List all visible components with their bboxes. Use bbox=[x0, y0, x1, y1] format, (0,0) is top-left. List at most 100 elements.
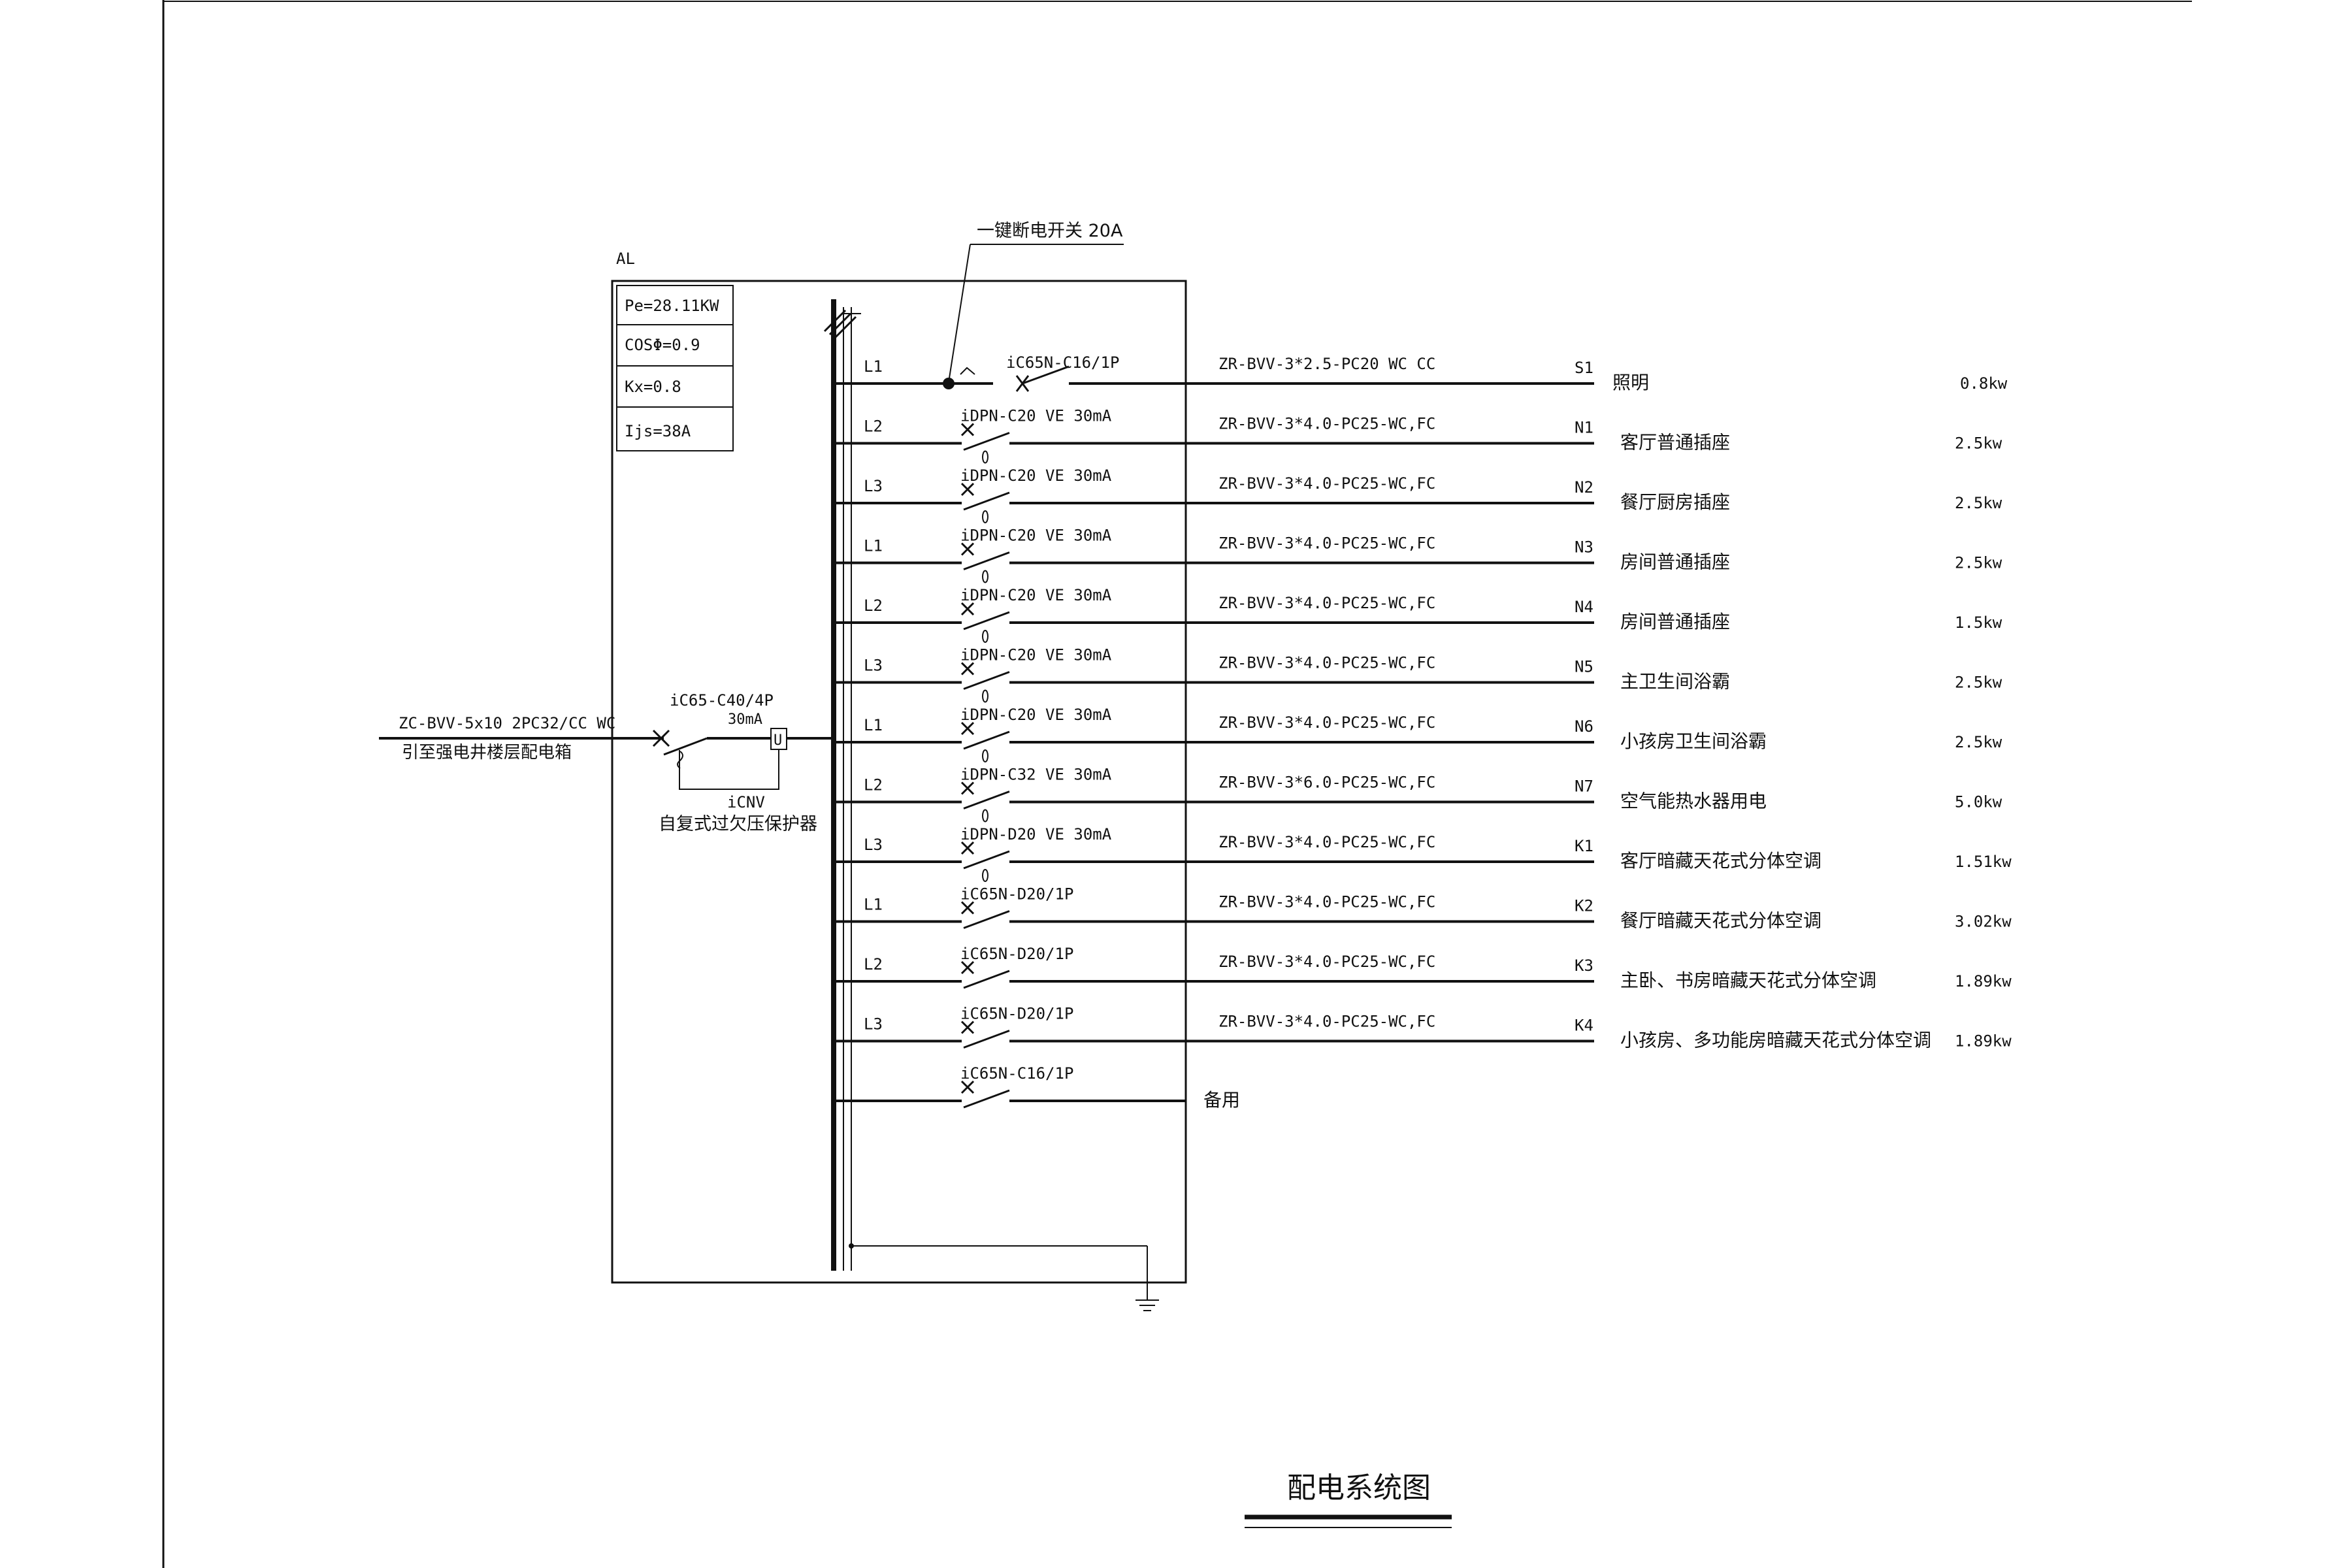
circuit-id: K1 bbox=[1575, 837, 1593, 855]
svg-text:U: U bbox=[774, 732, 782, 749]
cable-label: ZR-BVV-3*4.0-PC25-WC,FC bbox=[1218, 893, 1435, 911]
circuit-id: N6 bbox=[1575, 717, 1593, 736]
power-label: 5.0kw bbox=[1955, 793, 2002, 811]
breaker-label: iDPN-C20 VE 30mA bbox=[960, 706, 1112, 724]
switch-note: 一键断电开关 20A bbox=[977, 221, 1123, 241]
breaker-label: iDPN-C20 VE 30mA bbox=[960, 527, 1112, 545]
breaker-label: iDPN-C20 VE 30mA bbox=[960, 407, 1112, 425]
phase-label: L3 bbox=[864, 657, 883, 675]
circuit-id: S1 bbox=[1575, 359, 1593, 377]
panel-name: AL bbox=[616, 250, 635, 268]
power-label: 2.5kw bbox=[1955, 733, 2002, 751]
circuit-row: L2 iDPN-C32 VE 30mA ZR-BVV-3*6.0-PC25-WC,F… bbox=[834, 766, 2002, 823]
incoming-rcd-label: 30mA bbox=[728, 711, 762, 728]
phase-label: L3 bbox=[864, 1015, 883, 1034]
load-label: 小孩房卫生间浴霸 bbox=[1620, 730, 1767, 752]
cable-label: ZR-BVV-3*4.0-PC25-WC,FC bbox=[1218, 833, 1435, 851]
param-cos: COSΦ=0.9 bbox=[625, 336, 700, 354]
circuit-row: L3 iDPN-C20 VE 30mA ZR-BVV-3*4.0-PC25-WC,F… bbox=[834, 466, 2002, 523]
power-label: 1.89kw bbox=[1955, 972, 2012, 990]
phase-label: L1 bbox=[864, 896, 883, 914]
circuit-id: K3 bbox=[1575, 956, 1593, 975]
circuit-id: N1 bbox=[1575, 419, 1593, 437]
switch-note-leader bbox=[948, 244, 1124, 383]
load-label: 备用 bbox=[1203, 1089, 1240, 1111]
cable-label: ZR-BVV-3*4.0-PC25-WC,FC bbox=[1218, 474, 1435, 493]
panel-enclosure bbox=[611, 280, 1187, 1284]
power-label: 1.89kw bbox=[1955, 1032, 2012, 1051]
cable-label: ZR-BVV-3*4.0-PC25-WC,FC bbox=[1218, 713, 1435, 732]
circuit-row: L3 iDPN-D20 VE 30mA ZR-BVV-3*4.0-PC25-WC,F… bbox=[834, 825, 2012, 882]
cable-label: ZR-BVV-3*4.0-PC25-WC,FC bbox=[1218, 534, 1435, 553]
circuit-row: L3 iC65N-D20/1P ZR-BVV-3*4.0-PC25-WC,FC K4 小… bbox=[834, 1005, 2012, 1051]
load-label: 餐厅厨房插座 bbox=[1620, 491, 1730, 513]
busbar bbox=[823, 299, 861, 1271]
breaker-label: iC65N-D20/1P bbox=[960, 945, 1073, 963]
phase-label: L1 bbox=[864, 537, 883, 555]
load-label: 空气能热水器用电 bbox=[1620, 791, 1767, 812]
phase-label: L3 bbox=[864, 836, 883, 854]
breaker-label: iDPN-C20 VE 30mA bbox=[960, 646, 1112, 664]
breaker-label: iDPN-D20 VE 30mA bbox=[960, 825, 1112, 843]
param-pe: Pe=28.11KW bbox=[625, 297, 719, 315]
load-label: 主卫生间浴霸 bbox=[1620, 671, 1730, 693]
cable-label: ZR-BVV-3*2.5-PC20 WC CC bbox=[1218, 355, 1435, 373]
power-label: 1.51kw bbox=[1955, 853, 2012, 871]
param-ijs: Ijs=38A bbox=[625, 422, 691, 440]
cable-label: ZR-BVV-3*6.0-PC25-WC,FC bbox=[1218, 774, 1435, 792]
breaker-label: iC65N-D20/1P bbox=[960, 1005, 1073, 1023]
phase-label: L3 bbox=[864, 477, 883, 495]
load-label: 小孩房、多功能房暗藏天花式分体空调 bbox=[1620, 1030, 1931, 1051]
power-label: 2.5kw bbox=[1955, 434, 2002, 453]
circuit-row: L2 iC65N-D20/1P ZR-BVV-3*4.0-PC25-WC,FC K3 主… bbox=[834, 945, 2012, 991]
load-label: 照明 bbox=[1612, 372, 1649, 393]
breaker-label: iDPN-C32 VE 30mA bbox=[960, 766, 1112, 784]
cable-label: ZR-BVV-3*4.0-PC25-WC,FC bbox=[1218, 1013, 1435, 1031]
cable-label: ZR-BVV-3*4.0-PC25-WC,FC bbox=[1218, 953, 1435, 971]
param-kx: Kx=0.8 bbox=[625, 378, 681, 396]
load-label: 主卧、书房暗藏天花式分体空调 bbox=[1620, 970, 1876, 991]
panel-parameter-table: Pe=28.11KW COSΦ=0.9 Kx=0.8 Ijs=38A bbox=[616, 285, 734, 451]
circuit-id: K4 bbox=[1575, 1017, 1593, 1035]
power-label: 2.5kw bbox=[1955, 674, 2002, 692]
incoming-feeder: U bbox=[379, 728, 834, 790]
incoming-breaker-label: iC65-C40/4P bbox=[670, 691, 774, 710]
circuit-id: K2 bbox=[1575, 897, 1593, 915]
phase-label: L2 bbox=[864, 596, 883, 615]
phase-label: L2 bbox=[864, 776, 883, 794]
phase-label: L1 bbox=[864, 357, 883, 376]
circuit-id: N5 bbox=[1575, 658, 1593, 676]
breaker-label: iDPN-C20 VE 30mA bbox=[960, 466, 1112, 485]
load-label: 房间普通插座 bbox=[1620, 611, 1730, 632]
power-label: 0.8kw bbox=[1960, 374, 2008, 393]
circuit-id: N2 bbox=[1575, 478, 1593, 497]
breaker-label: iC65N-D20/1P bbox=[960, 885, 1073, 904]
power-label: 3.02kw bbox=[1955, 913, 2012, 931]
load-label: 房间普通插座 bbox=[1620, 551, 1730, 573]
load-label: 餐厅暗藏天花式分体空调 bbox=[1620, 910, 1821, 932]
power-label: 1.5kw bbox=[1955, 613, 2002, 632]
breaker-label: iC65N-C16/1P bbox=[1006, 353, 1119, 372]
power-label: 2.5kw bbox=[1955, 554, 2002, 572]
phase-label: L2 bbox=[864, 955, 883, 973]
cable-label: ZR-BVV-3*4.0-PC25-WC,FC bbox=[1218, 415, 1435, 433]
load-label: 客厅普通插座 bbox=[1620, 432, 1730, 453]
incoming-cable-label: ZC-BVV-5x10 2PC32/CC WC bbox=[399, 714, 615, 732]
outgoing-circuits: L1 iC65N-C16/1P ZR-BVV-3*2.5-PC20 WC CC S1 照… bbox=[834, 353, 2012, 1111]
circuit-id: N4 bbox=[1575, 598, 1593, 616]
phase-label: L2 bbox=[864, 417, 883, 436]
circuit-row: L1 iC65N-C16/1P ZR-BVV-3*2.5-PC20 WC CC S1 照… bbox=[834, 353, 2008, 393]
incoming-source-label: 引至强电井楼层配电箱 bbox=[402, 743, 572, 762]
drawing-title: 配电系统图 bbox=[1287, 1471, 1431, 1505]
circuit-row: L2 iDPN-C20 VE 30mA ZR-BVV-3*4.0-PC25-WC,F… bbox=[834, 407, 2002, 464]
circuit-row: L1 iC65N-D20/1P ZR-BVV-3*4.0-PC25-WC,FC K2 餐… bbox=[834, 885, 2012, 932]
protector-desc-label: 自复式过欠压保护器 bbox=[659, 814, 817, 834]
breaker-label: iDPN-C20 VE 30mA bbox=[960, 586, 1112, 604]
circuit-id: N7 bbox=[1575, 777, 1593, 796]
ground-conductor bbox=[849, 1243, 1148, 1300]
